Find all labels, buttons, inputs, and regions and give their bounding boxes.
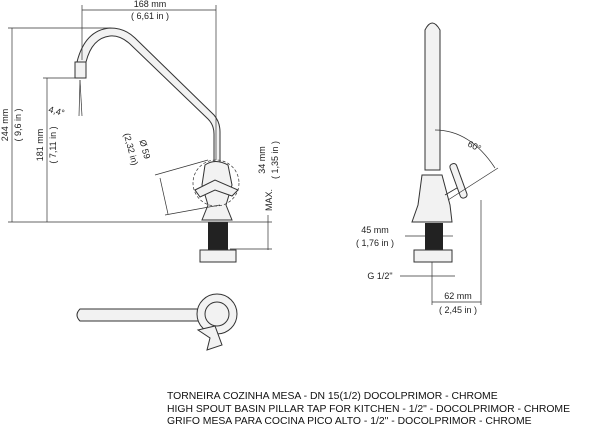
caption-spanish: GRIFO MESA PARA COCINA PICO ALTO - 1/2" … [167,416,532,428]
spout-height-in: ( 7,11 in ) [48,126,58,163]
handle-angle: 60° [466,139,483,154]
diameter-in: (2,32 in) [122,132,140,166]
front-view: 168 mm ( 6,61 in ) 244 mm ( 9,6 in ) 181… [0,0,280,263]
caption-english: HIGH SPOUT BASIN PILLAR TAP FOR KITCHEN … [167,403,571,415]
side-view: 60° 45 mm ( 1,76 in ) G 1/2" 62 mm ( 2,4… [356,22,499,315]
product-caption: TORNEIRA COZINHA MESA - DN 15(1/2) DOCOL… [167,391,570,429]
reach-in: ( 2,45 in ) [439,305,477,315]
plan-view [76,293,238,351]
spout-height-mm: 181 mm [35,129,45,162]
total-height-mm: 244 mm [0,109,10,142]
thread-size: G 1/2" [367,271,392,281]
caption-portuguese: TORNEIRA COZINHA MESA - DN 15(1/2) DOCOL… [167,391,498,402]
reach-mm: 62 mm [444,291,472,301]
width-in: ( 6,61 in ) [131,11,169,21]
diameter-mm: Ø 59 [138,139,153,160]
thickness-max: MAX. [264,189,274,211]
thickness-in: ( 1,35 in ) [270,141,280,179]
width-mm: 168 mm [134,0,167,9]
base-in: ( 1,76 in ) [356,238,394,248]
total-height-in: ( 9,6 in ) [13,108,23,141]
base-mm: 45 mm [361,225,389,235]
thickness-mm: 34 mm [257,146,267,174]
spout-angle: 4,4° [47,104,66,118]
